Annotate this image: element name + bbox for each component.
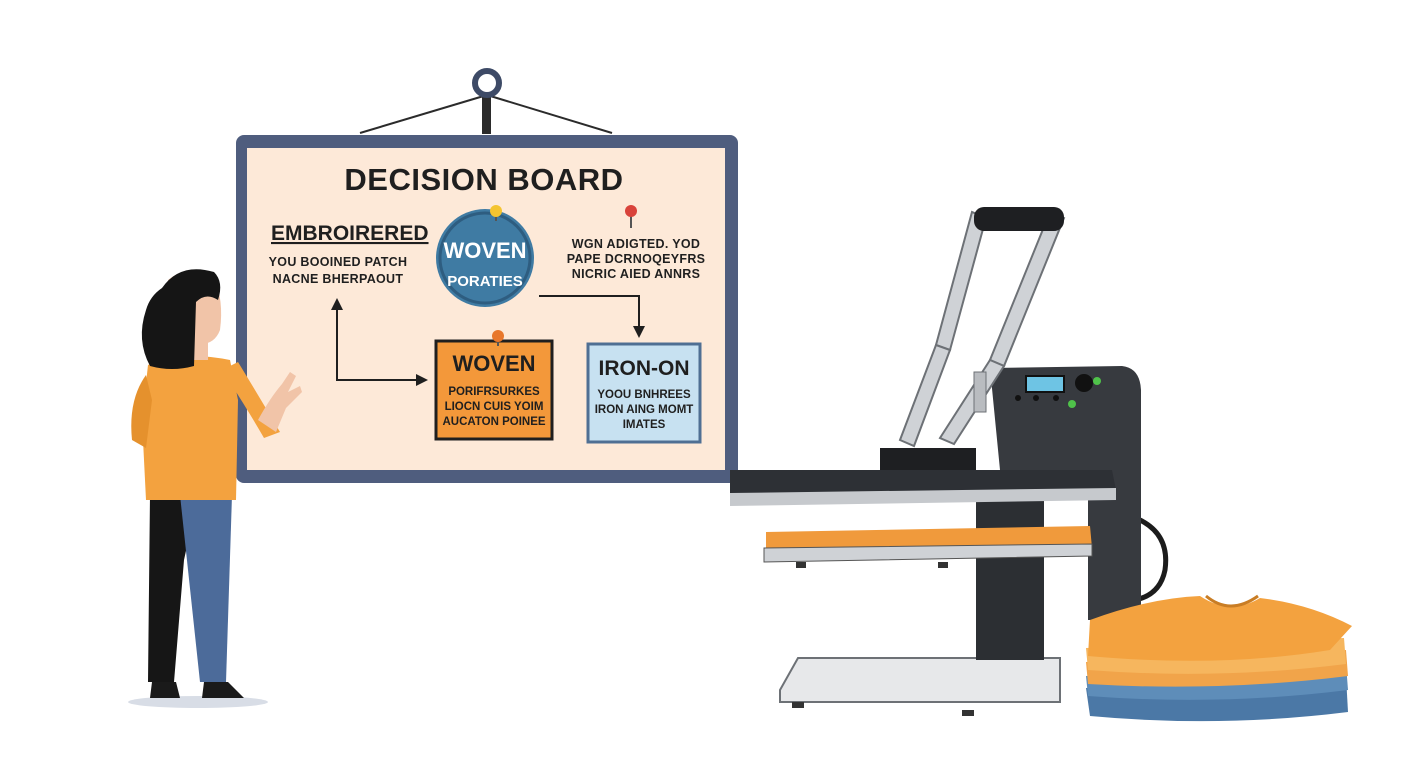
board-title: DECISION BOARD [344, 162, 623, 197]
iron-card-line-3: IMATES [623, 419, 666, 431]
left-heading: EMBROIRERED [271, 222, 429, 245]
pushpin-icon [492, 330, 504, 346]
iron-card-heading: IRON-ON [599, 357, 690, 380]
woven-circle: WOVEN PORATIES [436, 209, 534, 307]
decision-board: DECISION BOARD EMBROIRERED YOU BOOINED P… [236, 135, 738, 483]
iron-card-line-1: YOOU BNHREES [597, 389, 691, 401]
iron-card-line-2: IRON AING MOMT [595, 404, 694, 416]
connector-arrow-icon [331, 298, 428, 386]
woven-card: WOVEN PORIFRSURKES LIOCN CUIS YOIM AUCAT… [434, 339, 554, 441]
woven-card-line-3: AUCATON POINEE [442, 416, 545, 428]
right-text-line-3: NICRIC AIED ANNRS [572, 267, 700, 281]
woven-card-line-2: LIOCN CUIS YOIM [445, 401, 544, 413]
person-icon [128, 269, 302, 708]
iron-on-card: IRON-ON YOOU BNHREES IRON AING MOMT IMAT… [586, 342, 702, 444]
heat-press-icon [730, 207, 1169, 716]
pushpin-icon [490, 205, 502, 221]
right-text-line-1: WGN ADIGTED. YOD [572, 237, 700, 251]
woven-card-line-1: PORIFRSURKES [448, 386, 540, 398]
woven-card-heading: WOVEN [452, 351, 535, 376]
folded-tshirt-icon [1086, 594, 1352, 722]
pushpin-icon [625, 205, 637, 228]
connector-arrow-icon [539, 295, 645, 338]
board-hanger [359, 68, 613, 134]
circle-label-bottom: PORATIES [447, 273, 523, 290]
right-text-line-2: PAPE DCRNOQEYFRS [567, 252, 706, 266]
left-text-line-2: NACNE BHERPAOUT [273, 272, 404, 286]
circle-label-top: WOVEN [443, 238, 526, 263]
left-text-line-1: YOU BOOINED PATCH [269, 255, 408, 269]
